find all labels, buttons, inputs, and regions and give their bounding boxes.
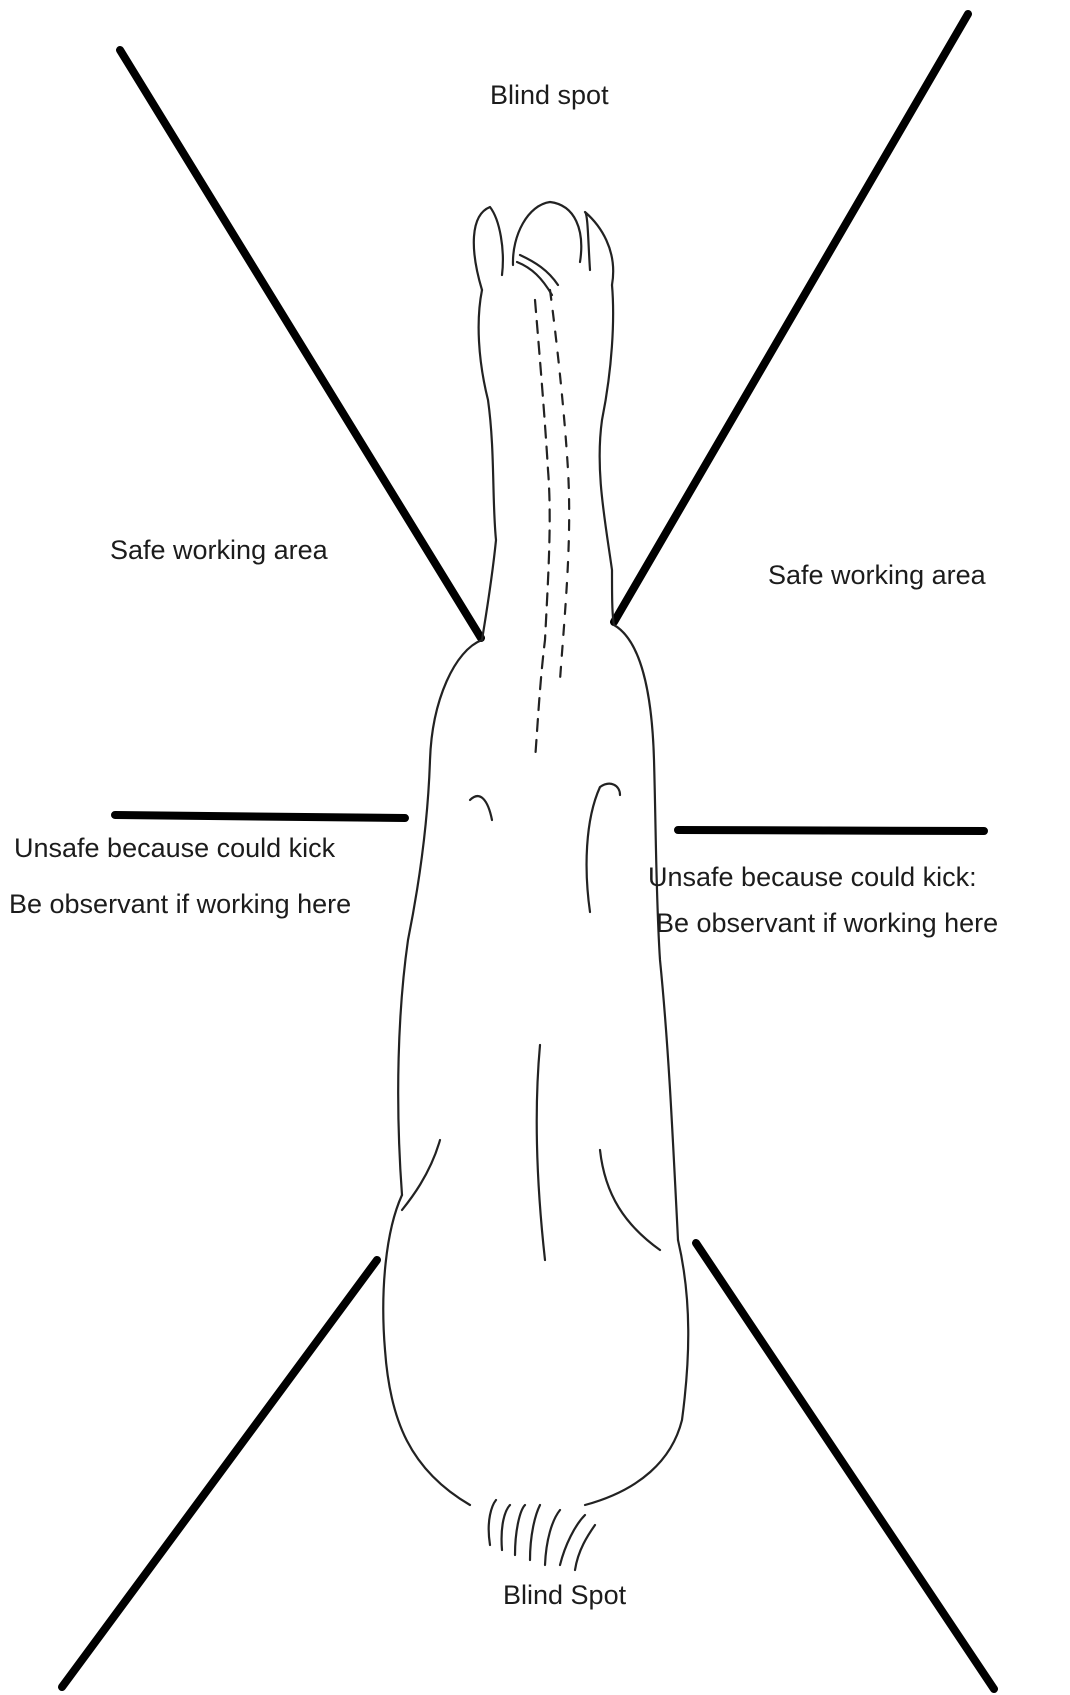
unsafe-left-label-line2: Be observant if working here [9, 891, 351, 918]
zone-line-bottom-left [62, 1260, 377, 1687]
unsafe-right-label-line1: Unsafe because could kick: [648, 864, 977, 891]
top-blind-spot-label: Blind spot [490, 82, 609, 109]
safe-area-right-label: Safe working area [768, 562, 986, 589]
zone-line-mid-left [115, 815, 405, 818]
horse-sketch [383, 202, 688, 1570]
safe-area-left-label: Safe working area [110, 537, 328, 564]
zone-line-bottom-right [696, 1243, 994, 1689]
zone-line-mid-right [678, 830, 984, 831]
zone-line-top-right [614, 14, 968, 622]
unsafe-left-label-line1: Unsafe because could kick [14, 835, 335, 862]
bottom-blind-spot-label: Blind Spot [503, 1582, 626, 1609]
unsafe-right-label-line2: Be observant if working here [656, 910, 998, 937]
